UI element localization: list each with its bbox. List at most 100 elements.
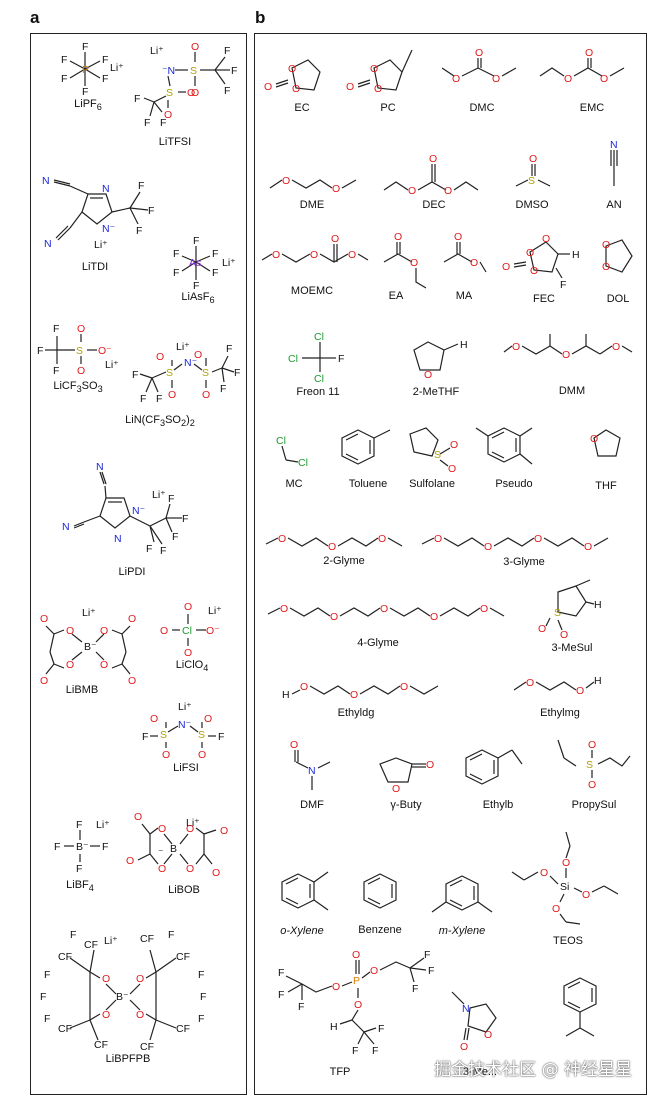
svg-text:F: F <box>53 365 59 377</box>
glyme2-label: 2-Glyme <box>323 555 365 567</box>
pseudo-label: Pseudo <box>495 478 533 490</box>
svg-text:O: O <box>429 153 437 165</box>
svg-text:F: F <box>148 205 154 217</box>
emc-structure: O O O <box>539 47 625 85</box>
svg-text:O: O <box>542 233 550 245</box>
svg-text:O: O <box>526 247 534 259</box>
svg-text:O: O <box>164 109 172 121</box>
svg-text:O: O <box>552 903 560 915</box>
svg-text:F: F <box>70 929 76 941</box>
svg-text:F: F <box>44 969 50 981</box>
svg-text:F: F <box>134 93 140 105</box>
svg-text:O: O <box>590 433 598 445</box>
svg-text:CF: CF <box>58 951 72 963</box>
svg-text:F: F <box>138 180 144 192</box>
libf4-structure: Li⁺ B⁻ F F F F <box>54 819 110 875</box>
svg-text:O: O <box>424 369 432 381</box>
svg-text:O: O <box>100 659 108 671</box>
svg-text:O: O <box>66 659 74 671</box>
svg-text:F: F <box>76 863 82 875</box>
svg-text:O: O <box>330 611 338 623</box>
litdi-structure: N N⁻ F F F N N Li⁺ <box>42 175 154 251</box>
svg-text:F: F <box>140 393 146 405</box>
svg-text:N⁻: N⁻ <box>132 505 146 517</box>
litdi-label: LiTDI <box>81 261 109 273</box>
svg-text:O: O <box>300 681 308 693</box>
svg-text:F: F <box>298 1001 304 1013</box>
svg-text:CF: CF <box>94 1039 108 1051</box>
oxylene-structure <box>281 871 329 911</box>
svg-text:O: O <box>264 81 272 93</box>
svg-text:S: S <box>554 607 561 619</box>
svg-text:O: O <box>346 81 354 93</box>
svg-text:S: S <box>202 367 209 379</box>
svg-text:O: O <box>584 541 592 553</box>
svg-text:O: O <box>128 675 136 687</box>
svg-text:F: F <box>198 969 204 981</box>
svg-text:O: O <box>394 231 402 243</box>
methf-structure: O H <box>413 339 468 381</box>
svg-text:O: O <box>562 857 570 869</box>
svg-text:O: O <box>560 629 568 641</box>
svg-text:Cl: Cl <box>314 331 324 343</box>
svg-text:O: O <box>100 625 108 637</box>
mc-structure: Cl Cl <box>276 435 308 469</box>
svg-text:N⁻: N⁻ <box>102 223 116 235</box>
svg-text:O: O <box>354 999 362 1011</box>
benzene-label: Benzene <box>358 924 402 936</box>
svg-text:O: O <box>538 623 546 635</box>
lifsi-structure: Li⁺ N⁻ S O O F S O O F <box>142 701 224 761</box>
dec-structure: O O O <box>383 153 479 197</box>
watermark-text: 掘金技术社区 @ 神经星星 <box>434 1060 632 1080</box>
svg-text:O: O <box>160 625 168 637</box>
svg-text:S: S <box>166 367 173 379</box>
svg-text:F: F <box>146 543 152 555</box>
libob-label: LiBOB <box>168 884 200 896</box>
svg-text:O: O <box>198 749 206 761</box>
svg-text:O: O <box>134 811 142 823</box>
svg-text:O: O <box>434 533 442 545</box>
svg-text:O: O <box>484 1029 492 1041</box>
svg-text:O: O <box>450 439 458 451</box>
svg-text:O: O <box>212 867 220 879</box>
svg-text:F: F <box>193 280 199 292</box>
svg-text:O: O <box>374 83 382 95</box>
dmm-label: DMM <box>558 385 586 397</box>
svg-text:O: O <box>576 685 584 697</box>
svg-text:F: F <box>136 225 142 237</box>
lipf6-label: LiPF6 <box>74 98 102 113</box>
svg-text:F: F <box>82 86 88 98</box>
svg-text:O: O <box>588 739 596 751</box>
svg-text:F: F <box>144 117 150 129</box>
svg-text:P: P <box>353 975 360 987</box>
svg-text:F: F <box>160 545 166 557</box>
svg-text:O: O <box>370 63 378 75</box>
dec-label: DEC <box>422 199 446 211</box>
svg-text:N: N <box>44 238 52 250</box>
svg-text:F: F <box>102 54 108 66</box>
svg-text:H: H <box>330 1021 338 1033</box>
thf-label: THF <box>595 480 617 492</box>
litfsi-label: LiTFSI <box>158 136 192 148</box>
fec-label: FEC <box>533 293 555 305</box>
ec-label: EC <box>294 102 310 114</box>
svg-text:F: F <box>102 841 108 853</box>
ethyldg-label: Ethyldg <box>337 707 375 719</box>
svg-text:O: O <box>540 867 548 879</box>
svg-text:O: O <box>582 889 590 901</box>
svg-text:P: P <box>82 64 89 76</box>
sulfolane-structure: S O O <box>409 427 458 475</box>
svg-text:O: O <box>187 87 195 99</box>
svg-text:O: O <box>280 603 288 615</box>
lincf3so2-label: LiN(CF3SO2)2 <box>125 414 195 429</box>
an-label: AN <box>606 199 622 211</box>
freon11-label: Freon 11 <box>296 386 340 398</box>
svg-text:O: O <box>186 863 194 875</box>
svg-text:H: H <box>594 599 602 611</box>
svg-text:CF: CF <box>84 939 98 951</box>
svg-text:Li⁺: Li⁺ <box>152 489 166 501</box>
libf4-label: LiBF4 <box>66 879 94 894</box>
svg-text:Li⁺: Li⁺ <box>94 239 108 251</box>
oxylene-text: o-Xylene <box>280 925 324 937</box>
